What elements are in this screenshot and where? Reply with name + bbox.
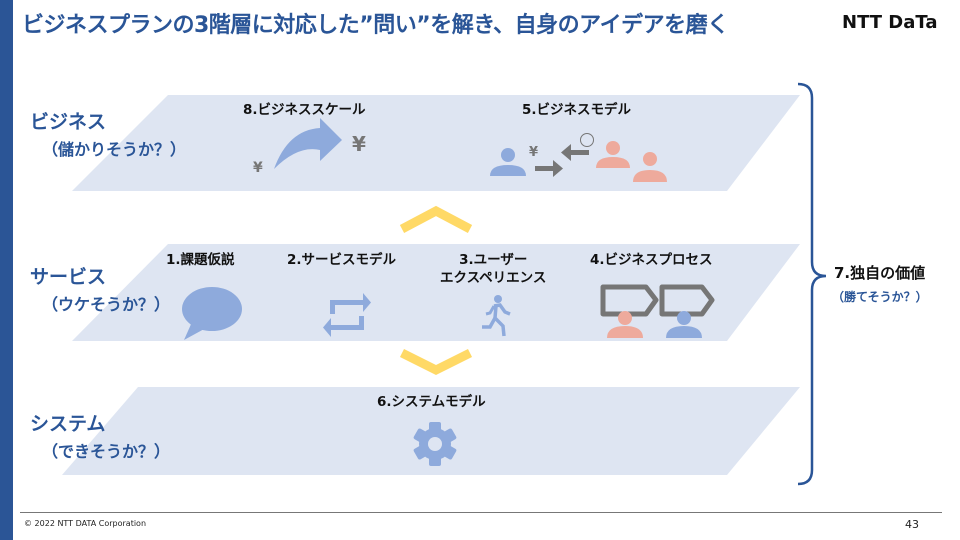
item-user-experience: 3.ユーザー エクスペリエンス [440, 251, 546, 287]
value-exchange-icon [490, 133, 667, 182]
unique-value-question: （勝てそうか？） [832, 290, 928, 304]
exchange-arrows-icon [323, 293, 371, 337]
layer-question: （儲かりそうか？） [42, 140, 187, 159]
ntt-data-logo: NTT DaTa [842, 12, 938, 33]
item-service-model: 2.サービスモデル [287, 252, 397, 268]
right-brace [797, 82, 827, 486]
slide-accent-bar [0, 0, 13, 540]
layer-label-system: システム （できそうか？） [30, 409, 170, 462]
item-problem-hypothesis: 1.課題仮説 [166, 252, 235, 268]
process-flow-icon [600, 284, 715, 338]
page-number: 43 [905, 518, 919, 531]
layer-label-business: ビジネス （儲かりそうか？） [30, 107, 186, 160]
footer-divider [20, 512, 942, 513]
yen-small-icon: ¥ [253, 160, 263, 176]
yen-payment-icon: ¥ [529, 145, 539, 160]
service-layer-band [72, 244, 800, 341]
item-label-line: 3.ユーザー [459, 252, 528, 268]
item-business-model: 5.ビジネスモデル [522, 102, 632, 118]
item-system-model: 6.システムモデル [377, 394, 486, 410]
layer-name: サービス [30, 266, 107, 288]
running-person-icon [482, 295, 511, 337]
chevron-up-icon [399, 205, 473, 233]
copyright-text: © 2022 NTT DATA Corporation [24, 519, 147, 528]
item-business-scale: 8.ビジネススケール [243, 102, 366, 118]
speech-bubble-icon [182, 287, 242, 340]
layer-name: ビジネス [30, 111, 107, 133]
chevron-down-icon [399, 348, 473, 376]
layer-label-service: サービス （ウケそうか？） [30, 262, 170, 315]
unique-value-label: 7.独自の価値 [834, 264, 926, 282]
growth-arrow-icon [274, 118, 342, 169]
layer-question: （できそうか？） [42, 442, 171, 461]
item-business-process: 4.ビジネスプロセス [590, 252, 713, 268]
yen-large-icon: ¥ [352, 132, 366, 156]
slide-title: ビジネスプランの3階層に対応した”問い”を解き、自身のアイデアを磨く [22, 13, 729, 38]
layer-name: システム [30, 413, 106, 435]
layer-question: （ウケそうか？） [42, 295, 171, 314]
item-label-line: エクスペリエンス [440, 270, 547, 286]
gear-icon [413, 422, 457, 466]
